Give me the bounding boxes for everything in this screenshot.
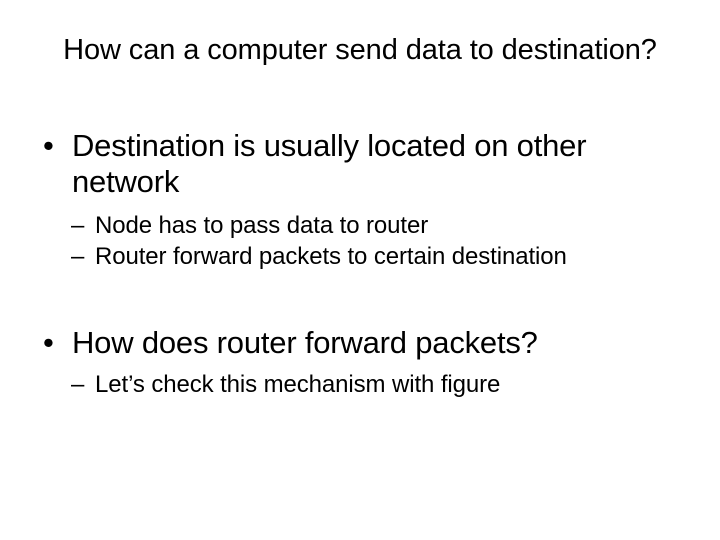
spacer — [0, 272, 720, 325]
dash-bullet-icon: – — [71, 243, 85, 270]
bullet-text: How does router forward packets? — [72, 325, 538, 360]
slide-body: • Destination is usually located on othe… — [0, 128, 720, 400]
slide-title: How can a computer send data to destinat… — [63, 34, 657, 66]
bullet-text: Let’s check this mechanism with figure — [95, 371, 501, 398]
bullet-item-level1: • Destination is usually located on othe… — [0, 128, 720, 200]
dash-bullet-icon: – — [71, 371, 85, 398]
bullet-item-level2: – Let’s check this mechanism with figure — [0, 369, 720, 400]
round-bullet-icon: • — [43, 325, 54, 360]
bullet-item-level2: – Node has to pass data to router — [0, 210, 720, 241]
bullet-item-level1: • How does router forward packets? — [0, 325, 720, 361]
bullet-text: Node has to pass data to router — [95, 212, 429, 239]
bullet-text: Destination is usually located on other … — [72, 128, 587, 199]
bullet-text: Router forward packets to certain destin… — [95, 243, 567, 270]
spacer — [0, 361, 720, 369]
round-bullet-icon: • — [43, 128, 54, 163]
dash-bullet-icon: – — [71, 212, 85, 239]
bullet-item-level2: – Router forward packets to certain dest… — [0, 241, 720, 272]
spacer — [0, 200, 720, 210]
